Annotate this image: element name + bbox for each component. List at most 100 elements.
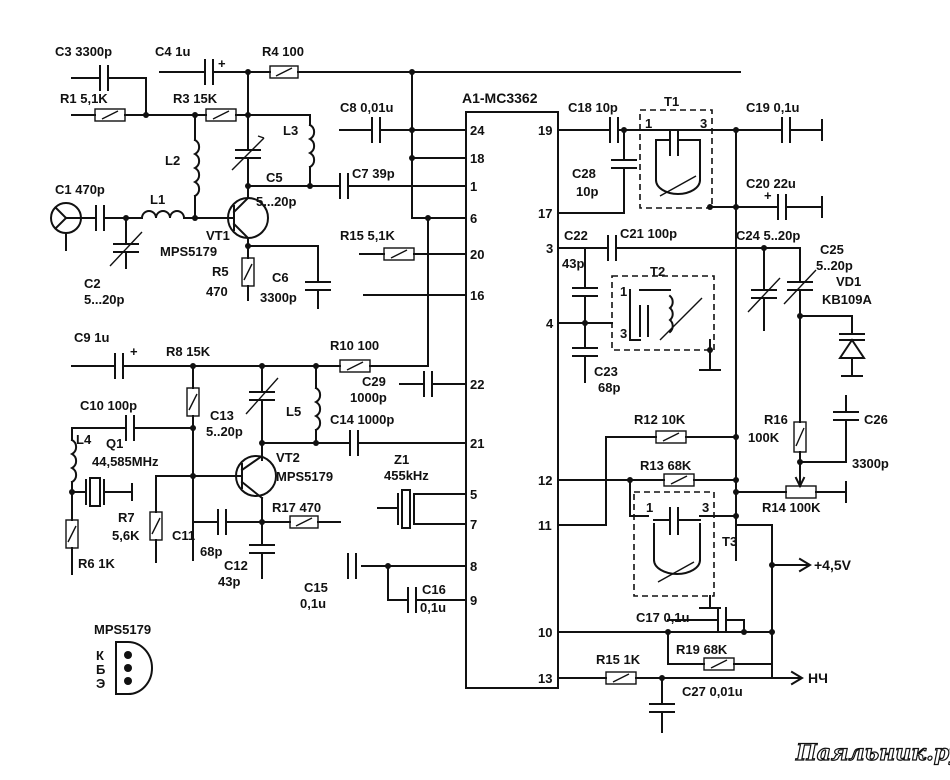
svg-text:C5: C5 — [266, 170, 283, 185]
c2-variable-capacitor — [109, 217, 143, 269]
svg-text:L5: L5 — [286, 404, 301, 419]
c25-variable-capacitor — [763, 247, 817, 423]
svg-text:11: 11 — [538, 518, 552, 533]
svg-text:Б: Б — [96, 662, 105, 677]
r13-resistor — [629, 473, 737, 517]
c7-capacitor — [339, 173, 403, 199]
svg-text:22: 22 — [470, 377, 484, 392]
r19-resistor — [667, 657, 773, 671]
antenna-connector — [50, 202, 97, 251]
svg-text:5,6K: 5,6K — [112, 528, 140, 543]
svg-text:KB109A: KB109A — [822, 292, 872, 307]
svg-text:C19 0,1u: C19 0,1u — [746, 100, 800, 115]
r4-label: R4 100 — [262, 44, 304, 59]
svg-text:17: 17 — [538, 206, 552, 221]
svg-text:C11: C11 — [172, 528, 195, 543]
c20-capacitor — [777, 194, 823, 220]
svg-text:3: 3 — [620, 326, 627, 341]
svg-text:C17 0,1u: C17 0,1u — [636, 610, 690, 625]
svg-text:L2: L2 — [165, 153, 180, 168]
c21-capacitor — [584, 235, 765, 261]
svg-text:Z1: Z1 — [394, 452, 409, 467]
svg-text:R10 100: R10 100 — [330, 338, 379, 353]
svg-text:L3: L3 — [283, 123, 298, 138]
svg-text:MPS5179: MPS5179 — [160, 244, 217, 259]
svg-text:C15: C15 — [304, 580, 328, 595]
ic-right-pins — [557, 129, 669, 679]
c8-capacitor — [339, 71, 413, 219]
svg-text:C20 22u: C20 22u — [746, 176, 796, 191]
svg-text:R6 1K: R6 1K — [78, 556, 115, 571]
c26-capacitor — [799, 395, 859, 463]
svg-text:C29: C29 — [362, 374, 386, 389]
pinout-title: MPS5179 — [94, 622, 151, 637]
svg-text:C13: C13 — [210, 408, 234, 423]
supply-line — [735, 524, 812, 679]
audio-out-label: НЧ — [808, 670, 828, 686]
svg-text:13: 13 — [538, 671, 552, 686]
svg-text:C22: C22 — [564, 228, 588, 243]
svg-text:3: 3 — [700, 116, 707, 131]
c24-variable-capacitor — [747, 247, 781, 331]
svg-text:100K: 100K — [748, 430, 780, 445]
supply-label: +4,5V — [814, 557, 852, 573]
svg-text:12: 12 — [538, 473, 552, 488]
t3-transformer — [633, 491, 737, 609]
svg-text:5: 5 — [470, 487, 477, 502]
c17-capacitor — [667, 607, 773, 665]
svg-text:1: 1 — [646, 500, 653, 515]
svg-text:5..20p: 5..20p — [816, 258, 853, 273]
c9-capacitor — [71, 353, 341, 379]
c3-label: C3 3300p — [55, 44, 112, 59]
c29-capacitor — [399, 371, 433, 397]
svg-text:К: К — [96, 648, 104, 663]
svg-text:68p: 68p — [598, 380, 620, 395]
svg-text:R12 10K: R12 10K — [634, 412, 686, 427]
svg-text:R19 68K: R19 68K — [676, 642, 728, 657]
svg-text:R17 470: R17 470 — [272, 500, 321, 515]
svg-text:C23: C23 — [594, 364, 618, 379]
svg-text:T1: T1 — [664, 94, 679, 109]
c4-capacitor — [159, 59, 271, 85]
svg-text:R16: R16 — [764, 412, 788, 427]
l4-inductor — [69, 427, 78, 521]
svg-text:44,585MHz: 44,585MHz — [92, 454, 159, 469]
z1-ceramic-filter — [377, 489, 429, 529]
svg-text:24: 24 — [470, 123, 485, 138]
svg-text:+: + — [130, 344, 138, 359]
svg-text:5...20p: 5...20p — [84, 292, 125, 307]
svg-text:L4: L4 — [76, 432, 92, 447]
svg-text:R8 15K: R8 15K — [166, 344, 211, 359]
svg-text:C2: C2 — [84, 276, 101, 291]
svg-text:18: 18 — [470, 151, 484, 166]
c5-variable-capacitor — [231, 114, 341, 199]
r15-resistor — [359, 247, 419, 261]
c19-capacitor — [735, 117, 823, 143]
svg-text:9: 9 — [470, 593, 477, 608]
l3-inductor — [307, 114, 316, 187]
r8-resistor — [186, 365, 200, 561]
svg-text:1: 1 — [470, 179, 477, 194]
vt2-transistor — [235, 442, 277, 546]
c11-capacitor — [192, 509, 263, 535]
svg-text:C14 1000p: C14 1000p — [330, 412, 394, 427]
svg-text:19: 19 — [538, 123, 552, 138]
svg-text:C24 5..20p: C24 5..20p — [736, 228, 800, 243]
ic-body — [465, 111, 559, 689]
r3-label: R3 15K — [173, 91, 218, 106]
svg-text:68p: 68p — [200, 544, 222, 559]
svg-text:0,1u: 0,1u — [300, 596, 326, 611]
svg-text:7: 7 — [470, 517, 477, 532]
vd1-varicap-diode — [799, 315, 866, 377]
c6-capacitor — [247, 245, 331, 309]
l1-inductor — [140, 210, 231, 220]
svg-text:3300p: 3300p — [260, 290, 297, 305]
svg-text:T3: T3 — [722, 534, 737, 549]
svg-text:1000p: 1000p — [350, 390, 387, 405]
watermark: Паяльник.ру — [795, 740, 950, 766]
svg-text:C16: C16 — [422, 582, 446, 597]
svg-text:C1 470p: C1 470p — [55, 182, 105, 197]
svg-text:Э: Э — [96, 676, 105, 691]
t1-transformer — [639, 109, 713, 209]
